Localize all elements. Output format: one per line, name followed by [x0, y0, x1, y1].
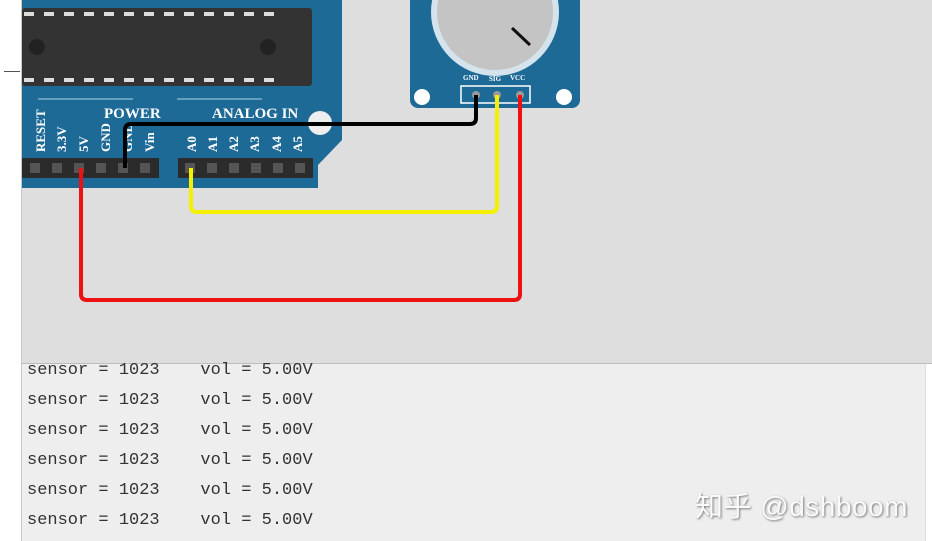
pin-label-a0: A0 — [184, 136, 199, 152]
microcontroller-chip — [22, 8, 312, 86]
analog-header — [178, 158, 313, 178]
wire-signal[interactable] — [189, 95, 499, 214]
pin-label-a4: A4 — [269, 136, 284, 152]
pot-pin-sig: SIG — [489, 75, 502, 83]
power-label: POWER — [104, 106, 161, 122]
serial-line: sensor = 1023 vol = 5.00V — [27, 361, 313, 380]
knob-indicator — [510, 26, 532, 47]
serial-line: sensor = 1023 vol = 5.00V — [27, 481, 313, 500]
pin-label-a1: A1 — [205, 136, 220, 152]
pin-label-a2: A2 — [226, 136, 241, 152]
pot-pin-gnd: GND — [463, 74, 479, 82]
serial-line: sensor = 1023 vol = 5.00V — [27, 511, 313, 530]
serial-line: sensor = 1023 vol = 5.00V — [27, 451, 313, 470]
analog-label: ANALOG IN — [212, 106, 298, 122]
serial-line: sensor = 1023 vol = 5.00V — [27, 421, 313, 440]
serial-monitor: sensor = 1023 vol = 5.00V sensor = 1023 … — [22, 361, 925, 541]
panel-border — [21, 0, 22, 541]
potentiometer-knob[interactable] — [437, 0, 553, 70]
circuit-diagram: POWER ANALOG IN RESET 3.3V 5V GND GND Vi… — [22, 0, 580, 302]
watermark: 知乎 @dshboom — [695, 491, 908, 522]
pin-label-a3: A3 — [247, 136, 262, 152]
circuit-canvas[interactable]: POWER ANALOG IN RESET 3.3V 5V GND GND Vi… — [22, 0, 932, 364]
pin-label-3v3: 3.3V — [54, 126, 69, 152]
pin-label-gnd: GND — [98, 123, 113, 152]
pin-label-5v: 5V — [76, 136, 91, 153]
pin-label-a5: A5 — [290, 136, 305, 152]
serial-scrollbar[interactable] — [925, 364, 932, 541]
divider-mark — [4, 71, 20, 72]
wire-gnd[interactable] — [123, 95, 478, 168]
wire-vcc[interactable] — [79, 95, 522, 302]
power-header — [22, 158, 159, 178]
pot-pin-vcc: VCC — [510, 74, 525, 82]
serial-line: sensor = 1023 vol = 5.00V — [27, 391, 313, 410]
pin-label-reset: RESET — [33, 109, 48, 152]
pin-label-vin: Vin — [142, 131, 157, 152]
